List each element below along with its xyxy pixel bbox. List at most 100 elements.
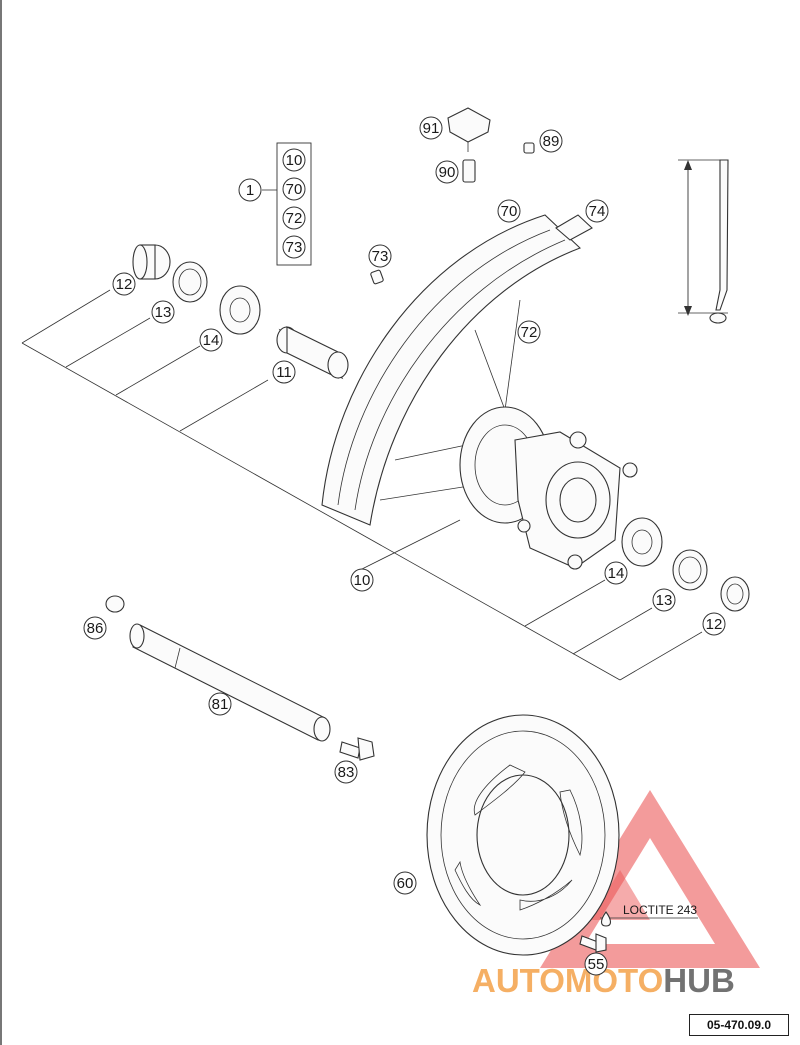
disc-cutout-2 [559,789,583,857]
callout-c72b: 72 [517,320,541,344]
callout-label: 81 [212,696,229,713]
axle-body [132,624,326,741]
spacer-tube-end-2 [327,351,349,379]
watermark-text: AUTOMOTOHUB [472,962,735,999]
callout-c55: 55 [584,952,608,976]
callout-c13a: 13 [151,300,175,324]
callout-c12a: 12 [112,272,136,296]
spoke-part [678,159,729,324]
callout-circle [112,272,136,296]
axle-bolt-shank [339,741,361,759]
hub-bolt-hole-2 [622,462,638,478]
bearing-14b-inner [631,529,653,555]
callout-circle [435,160,459,184]
watermark-triangle [540,790,760,968]
callout-c14a: 14 [199,328,223,352]
callout-label: 73 [286,239,303,256]
callout-label: 14 [608,565,625,582]
spoke-head [709,312,727,324]
callout-label: 12 [706,616,723,633]
watermark-text-a: AUTOMOTO [472,962,663,999]
disc-cutout-1 [473,764,526,816]
loctite-drop [600,911,612,927]
bearing-14a-shape [219,285,261,335]
callout-circle [517,320,541,344]
callout-circle [584,952,608,976]
callout-c83: 83 [334,760,358,784]
callout-label: 72 [286,210,303,227]
valve-nut-shape [462,159,476,183]
leader-10b [359,519,461,571]
callout-circle [368,244,392,268]
axis-line [21,342,621,681]
callout-label: 74 [589,203,606,220]
callout-label: 70 [286,181,303,198]
disc-hole-ring [440,730,606,940]
seal-13b [672,549,708,591]
spacer-12a-face [132,244,148,280]
callout-circle [282,235,306,259]
callout-label: 10 [354,572,371,589]
small-pin-73 [370,269,384,285]
spoke-line-2 [504,299,521,411]
seal-13a-inner [178,268,202,296]
hub-bolt-hole-4 [517,519,531,533]
spacer-12b-shape [720,576,750,612]
seal-13b-inner [678,556,702,584]
callout-c86: 86 [83,616,107,640]
callout-circle [652,588,676,612]
callout-circle [334,760,358,784]
callout-label: 55 [588,956,605,973]
leader-lines [21,289,703,919]
valve-small-cap-part [523,142,535,154]
leader-13a [65,317,151,368]
spacer-12a [132,244,171,280]
callout-c60: 60 [393,871,417,895]
callout-label: 13 [656,592,673,609]
callout-circle [393,871,417,895]
callout-c91: 91 [419,116,443,140]
kit-group [262,142,312,266]
disc-bolt-head [595,933,607,953]
reference-code: 05-470.09.0 [689,1014,789,1036]
callout-c81: 81 [208,692,232,716]
bearing-14b-shape [621,517,663,567]
callout-kit-member-10: 10 [282,148,306,172]
callout-circle [83,616,107,640]
callout-label: 70 [501,203,518,220]
callout-circle [585,199,609,223]
callout-label: 10 [286,152,303,169]
callout-kit-member-72: 72 [282,206,306,230]
small-pin-shape [370,269,384,285]
bearing-14a [219,285,261,335]
frame-border [0,0,2,1045]
callout-circle [282,177,306,201]
axle-step [174,647,181,669]
callout-kit-label: 1 [238,178,262,202]
callout-circle [151,300,175,324]
watermark-text-b: HUB [663,962,735,999]
seal-13a [172,261,208,303]
spoke-shape [715,159,729,311]
leader-12a [21,289,111,344]
rim-tape-74 [555,214,593,241]
axle-end-left [129,623,145,649]
callout-label: 60 [397,875,414,892]
small-cap-shape [523,142,535,154]
rim-channel-2 [354,239,566,511]
leader-13b [572,607,653,655]
leader-14a [115,345,201,396]
callout-kit-member-70: 70 [282,177,306,201]
spoke-line-1 [474,329,506,411]
axle-cap-86 [105,595,125,613]
rim-part [321,214,593,526]
callout-circle [539,129,563,153]
hub-bolt-hole-1 [569,431,587,449]
callout-label: 13 [155,304,172,321]
callout-label: 73 [372,248,389,265]
callout-c11: 11 [272,360,296,384]
leader-11 [179,379,269,432]
callout-label: 89 [543,133,560,150]
callout-circle [350,568,374,592]
